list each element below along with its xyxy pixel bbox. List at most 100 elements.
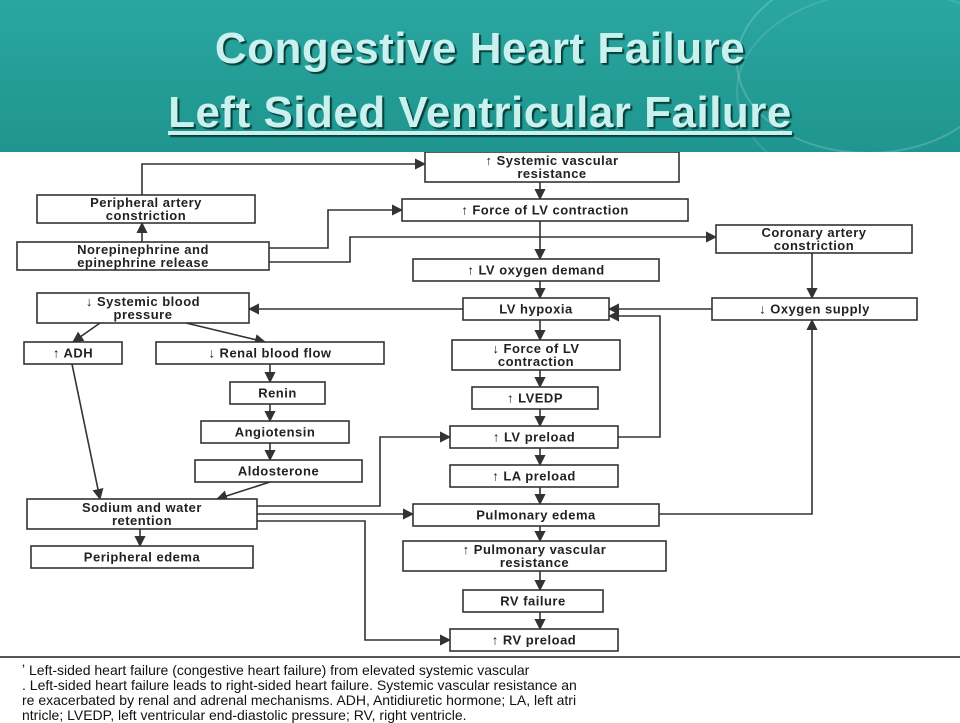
flow-node-rv-failure: RV failure [462,589,604,613]
flow-node-pulm-edema: Pulmonary edema [412,503,660,527]
flow-node-label: constriction [774,238,854,253]
flow-node-label: resistance [500,555,569,570]
flow-node-box [412,258,660,282]
flow-node-box [462,297,610,321]
flow-node-label: ↓ Systemic blood [86,294,200,309]
flow-node-box [23,341,123,365]
flow-node-label: Coronary artery [761,225,866,240]
flow-node-label: contraction [498,354,574,369]
flow-node-o2-supply: ↓ Oxygen supply [711,297,918,321]
flow-node-renal: ↓ Renal blood flow [155,341,385,365]
flow-node-box [30,545,254,569]
flow-arrow [607,310,661,438]
flow-node-box [402,540,667,572]
flow-node-lv-o2: ↑ LV oxygen demand [412,258,660,282]
flow-node-label: retention [112,513,172,528]
flow-node-label: ↑ LV preload [493,430,575,445]
flow-node-box [451,339,621,371]
flow-arrow [141,158,427,195]
caption-line: . Left-sided heart failure leads to righ… [22,677,577,693]
flow-arrow [257,520,452,646]
figure-caption: ʼ Left-sided heart failure (congestive h… [0,656,960,723]
flow-node-label: Aldosterone [238,464,319,479]
caption-line: ʼ Left-sided heart failure (congestive h… [22,662,530,678]
flow-node-label: ↑ RV preload [492,633,577,648]
flow-arrow [269,204,404,249]
flow-node-lv-hypoxia: LV hypoxia [462,297,610,321]
flow-node-label: Norepinephrine and [77,242,209,257]
flow-arrow [257,431,452,507]
flow-node-box [424,152,680,183]
flow-arrow [72,322,101,343]
flow-node-aldosterone: Aldosterone [194,459,363,483]
flow-node-periph-edema: Peripheral edema [30,545,254,569]
flow-node-label: ↑ LA preload [492,469,576,484]
flow-node-angiotensin: Angiotensin [200,420,350,444]
caption-line: ntricle; LVEDP, left ventricular end-dia… [22,707,467,723]
flow-node-lv-preload: ↑ LV preload [449,425,619,449]
flow-node-box [449,464,619,488]
flow-node-lvedp: ↑ LVEDP [471,386,599,410]
flow-arrow [71,363,104,501]
flow-node-label: constriction [106,208,186,223]
flow-node-box [200,420,350,444]
flow-node-box [412,503,660,527]
flow-node-box [194,459,363,483]
flow-node-label: ↓ Oxygen supply [759,302,870,317]
flow-node-label: Renin [258,386,297,401]
flow-node-box [462,589,604,613]
flow-node-label: ↑ ADH [53,346,93,361]
flow-node-renin: Renin [229,381,326,405]
flow-node-box [36,194,256,224]
flow-node-label: ↑ Force of LV contraction [461,203,629,218]
flow-node-label: resistance [517,166,586,181]
flow-node-label: ↓ Renal blood flow [208,346,331,361]
page-title: Congestive Heart Failure [214,24,746,73]
flow-node-box [711,297,918,321]
flow-node-box [26,498,258,530]
flow-node-label: ↑ LVEDP [507,391,563,406]
flow-node-label: RV failure [500,594,565,609]
flow-node-force-lv: ↑ Force of LV contraction [401,198,689,222]
page-subtitle: Left Sided Ventricular Failure [168,88,792,137]
flow-node-label: ↓ Force of LV [492,341,579,356]
flow-node-adh: ↑ ADH [23,341,123,365]
flow-node-box [449,628,619,652]
flow-node-label: ↑ Systemic vascular [485,153,618,168]
title-banner: Congestive Heart Failure Left Sided Vent… [0,0,960,152]
flow-node-box [229,381,326,405]
flow-node-label: Angiotensin [235,425,316,440]
flow-arrow [215,481,271,502]
flow-node-label: ↑ Pulmonary vascular [463,542,607,557]
flow-node-box [715,224,913,254]
flow-arrow [269,231,718,263]
flow-node-rv-preload: ↑ RV preload [449,628,619,652]
flow-node-label: LV hypoxia [499,302,573,317]
flow-node-label: Peripheral edema [84,550,201,565]
flow-node-box [471,386,599,410]
flow-arrow [659,318,818,515]
flow-node-la-preload: ↑ LA preload [449,464,619,488]
flow-node-label: epinephrine release [77,255,209,270]
flow-node-box [36,292,250,324]
flow-node-label: Pulmonary edema [476,508,596,523]
flowchart-diagram: ↑ Systemic vascularresistancePeripheral … [16,152,918,652]
flow-node-box [155,341,385,365]
flow-node-label: ↑ LV oxygen demand [467,263,604,278]
caption-line: re exacerbated by renal and adrenal mech… [22,692,577,708]
flow-node-label: Sodium and water [82,500,202,515]
flow-node-label: pressure [114,307,173,322]
flow-node-box [16,241,270,271]
flow-node-box [401,198,689,222]
flow-arrow [185,322,267,346]
flow-node-label: Peripheral artery [90,195,202,210]
